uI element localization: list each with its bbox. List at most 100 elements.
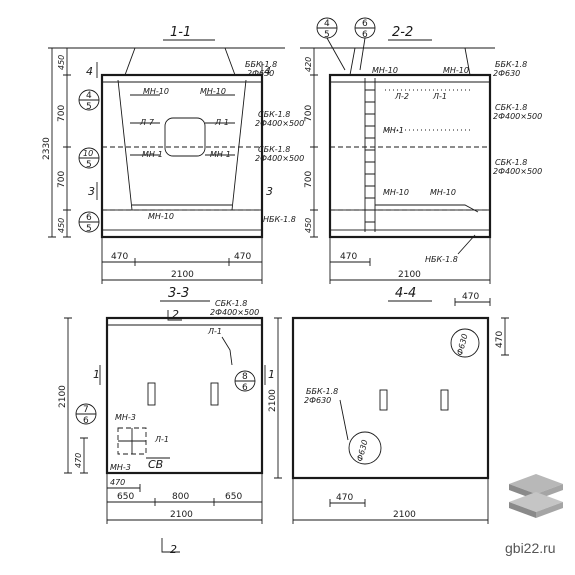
s33-slot-left [147,382,156,406]
s11-dim-2100: 2100 [171,270,194,280]
s11-sbk-a-sub: 2Ф400×500 [255,119,304,128]
s11-bbk-label: ББК-1.8 [245,60,277,69]
s22-callout-4-5: 4 5 [316,17,338,40]
s11-dim-total: 2330 [42,137,52,160]
s22-mn1: МН-1 [383,126,404,135]
s33-mn3-b: МН-3 [110,463,131,472]
s11-mn1-right: МН-1 [210,150,231,159]
s33-callout-7-6: 7 6 [75,403,97,426]
s11-sbk-b-sub: 2Ф400×500 [255,154,304,163]
s11-dim-700b: 700 [57,171,67,188]
s11-mark-3-right: 3 [266,185,273,198]
section-1-1-opening [164,117,206,157]
s11-l7: Л-7 [139,118,155,127]
s11-nbk-label: НБК-1.8 [263,215,296,224]
s44-dim-2100v: 2100 [268,389,278,412]
s44-manhole-bottom: Ф630 [348,431,382,465]
s11-dim-470-right: 470 [234,252,251,262]
s22-callout-6-6: 6 6 [354,17,376,40]
s33-dim-470v: 470 [74,453,83,468]
s22-l2: Л-2 [394,92,409,101]
section-3-3: 3-3 СБК-1.8 2Ф400×500 2 Л-1 8 6 7 6 МН-3… [58,286,275,556]
svg-text:5: 5 [86,224,92,234]
s11-mn10-tr: МН-10 [200,87,226,96]
s22-bbk-sub: 2Ф630 [493,69,520,78]
s22-sbk-b-sub: 2Ф400×500 [493,167,542,176]
svg-text:10: 10 [83,149,93,158]
s33-l1-bottom: Л-1 [154,435,169,444]
svg-text:6: 6 [86,213,92,223]
s22-sbk-a-sub: 2Ф400×500 [493,112,542,121]
s22-bbk-label: ББК-1.8 [495,60,527,69]
site-url[interactable]: gbi22.ru [505,540,556,556]
s33-mark-1-right: 1 [268,368,275,381]
section-4-4-title: 4-4 [395,286,416,301]
section-2-2: 2-2 4 5 6 6 МН-10 МН-10 [300,17,542,284]
s22-sbk-b-label: СБК-1.8 [495,158,527,167]
s11-bbk-sub: 2Ф630 [247,69,274,78]
s44-bbk-sub: 2Ф630 [304,396,331,405]
s11-sbk-a-label: СБК-1.8 [258,110,290,119]
s22-sbk-a-label: СБК-1.8 [495,103,527,112]
s33-dim-800: 800 [172,492,189,502]
s33-mn3-a: МН-3 [115,413,136,422]
svg-text:8: 8 [242,372,248,382]
s22-dim-2100: 2100 [398,270,421,280]
s33-dim-470h: 470 [110,478,125,487]
svg-text:6: 6 [242,383,248,393]
s33-mark-2-bottom: 2 [170,543,177,556]
s22-l1: Л-1 [432,92,447,101]
s11-mn10-bottom: МН-10 [148,212,174,221]
svg-text:6: 6 [83,416,89,426]
s11-l1: Л-1 [214,118,229,127]
svg-text:6: 6 [362,30,368,40]
svg-text:5: 5 [324,30,330,40]
s33-callout-8-6: 8 6 [234,370,256,393]
s11-sbk-b-label: СБК-1.8 [258,145,290,154]
s33-dim-2100h: 2100 [170,510,193,520]
s22-ladder [364,78,376,232]
s33-sv: СВ [148,458,163,471]
s22-nbk-label: НБК-1.8 [425,255,458,264]
s22-mn10-d: МН-10 [430,188,456,197]
section-1-1: 1-1 ББК-1.8 2Ф630 СБК-1.8 2Ф400×500 СБК-… [42,25,304,284]
svg-text:Ф630: Ф630 [355,439,369,463]
s11-dim-470-left: 470 [111,252,128,262]
s11-callout-4-5: 4 5 [78,89,100,112]
section-3-3-title: 3-3 [168,286,189,301]
s11-callout-10-5: 10 5 [78,147,100,170]
s33-sbk-sub: 2Ф400×500 [210,308,259,317]
svg-text:5: 5 [86,102,92,112]
s22-mn10-c: МН-10 [383,188,409,197]
s33-dim-650a: 650 [117,492,134,502]
s22-mn10-a: МН-10 [372,66,398,75]
s44-slot-right [440,389,449,411]
s44-slot-left [379,389,388,411]
s33-dim-650b: 650 [225,492,242,502]
s33-mark-1-left: 1 [93,368,100,381]
svg-text:Ф630: Ф630 [455,333,469,357]
s44-bbk-label: ББК-1.8 [306,387,338,396]
s33-sbk-label: СБК-1.8 [215,299,247,308]
s22-mn10-b: МН-10 [443,66,469,75]
s11-mn1-left: МН-1 [142,150,163,159]
svg-text:4: 4 [86,91,92,101]
section-1-1-title: 1-1 [170,25,191,40]
s33-l1-top: Л-1 [207,327,222,336]
s22-dim-420: 420 [304,57,313,72]
s11-mn10-tl: МН-10 [143,87,169,96]
section-1-1-outline [100,73,264,239]
s44-dim-2100h: 2100 [393,510,416,520]
section-4-4-outline [291,316,490,480]
s22-dim-700b: 700 [304,171,314,188]
s11-dim-450b: 450 [57,218,66,233]
s44-dim-470-bottom: 470 [336,493,353,503]
s44-manhole-top: Ф630 [450,328,480,358]
section-2-2-title: 2-2 [392,25,413,40]
section-4-4: 4-4 470 470 Ф630 Ф630 ББК-1.8 2Ф630 2100… [268,286,509,524]
s33-mark-2: 2 [172,308,179,321]
s22-dim-470: 470 [340,252,357,262]
s11-dim-700a: 700 [57,105,67,122]
s22-dim-700a: 700 [304,105,314,122]
